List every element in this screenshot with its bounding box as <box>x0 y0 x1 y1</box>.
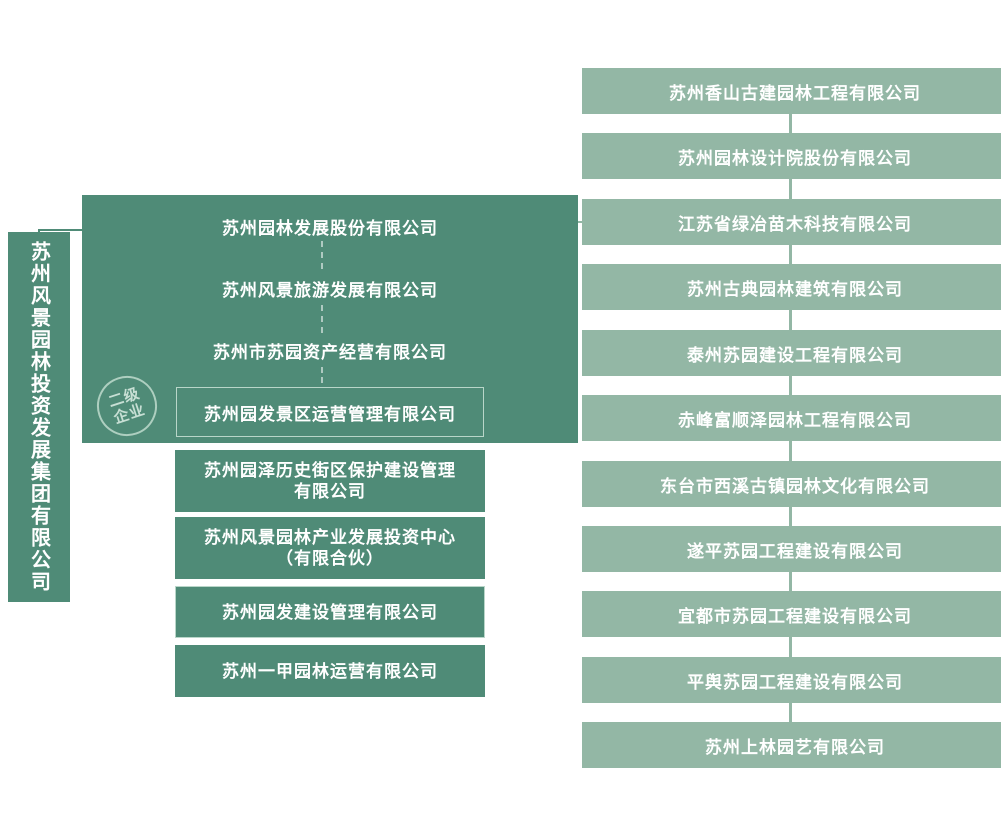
group-company-box: 苏州风景园林投资发展集团有限公司 <box>8 232 70 602</box>
connector-line <box>789 376 792 395</box>
company-box: 苏州古典园林建筑有限公司 <box>582 264 1001 310</box>
company-box: 苏州园林设计院股份有限公司 <box>582 133 1001 179</box>
company-box: 苏州香山古建园林工程有限公司 <box>582 68 1001 114</box>
company-label: 苏州一甲园林运营有限公司 <box>222 661 438 681</box>
company-box: 赤峰富顺泽园林工程有限公司 <box>582 395 1001 441</box>
company-box: 苏州一甲园林运营有限公司 <box>175 645 485 697</box>
company-label: 遂平苏园工程建设有限公司 <box>687 541 903 561</box>
company-box: 苏州园泽历史街区保护建设管理 有限公司 <box>175 450 485 512</box>
company-box: 遂平苏园工程建设有限公司 <box>582 526 1001 572</box>
connector-line <box>789 572 792 591</box>
company-label: 苏州上林园艺有限公司 <box>705 737 885 757</box>
connector-line <box>789 637 792 657</box>
company-label: 平舆苏园工程建设有限公司 <box>687 672 903 692</box>
company-row: 苏州园林发展股份有限公司 <box>82 195 578 257</box>
connector-root-elbow <box>39 229 82 231</box>
company-label: 泰州苏园建设工程有限公司 <box>687 345 903 365</box>
company-box: 苏州上林园艺有限公司 <box>582 722 1001 768</box>
connector-line <box>789 507 792 526</box>
level2-panel: 苏州园林发展股份有限公司 苏州风景旅游发展有限公司 苏州市苏园资产经营有限公司 … <box>82 195 578 443</box>
company-label: 赤峰富顺泽园林工程有限公司 <box>678 410 912 430</box>
connector-line <box>789 441 792 461</box>
company-label: 苏州园林设计院股份有限公司 <box>678 148 912 168</box>
company-label: 苏州古典园林建筑有限公司 <box>687 279 903 299</box>
connector-line <box>789 310 792 330</box>
connector-line <box>789 245 792 264</box>
company-label: 苏州市苏园资产经营有限公司 <box>213 342 447 362</box>
connector-dashed-line <box>321 241 323 269</box>
company-box: 宜都市苏园工程建设有限公司 <box>582 591 1001 637</box>
group-company-label: 苏州风景园林投资发展集团有限公司 <box>27 241 50 593</box>
company-label: 苏州香山古建园林工程有限公司 <box>669 83 921 103</box>
company-label-bordered: 苏州园发景区运营管理有限公司 <box>176 387 484 437</box>
connector-line <box>789 179 792 199</box>
connector-dashed-line <box>321 367 323 383</box>
company-box: 江苏省绿冶苗木科技有限公司 <box>582 199 1001 245</box>
company-box: 苏州园发建设管理有限公司 <box>175 586 485 638</box>
company-label: 苏州园发建设管理有限公司 <box>222 602 438 622</box>
company-box: 平舆苏园工程建设有限公司 <box>582 657 1001 703</box>
company-label-line1: 苏州风景园林产业发展投资中心 <box>204 528 456 547</box>
connector-root-stub <box>38 229 40 234</box>
company-row: 苏州园发景区运营管理有限公司 <box>82 381 578 443</box>
company-label: 江苏省绿冶苗木科技有限公司 <box>678 214 912 234</box>
company-label: 东台市西溪古镇园林文化有限公司 <box>660 476 930 496</box>
company-label-line2: （有限合伙） <box>276 549 384 568</box>
company-box: 泰州苏园建设工程有限公司 <box>582 330 1001 376</box>
company-label: 苏州风景旅游发展有限公司 <box>222 280 438 300</box>
connector-panel-right <box>578 221 582 223</box>
company-label: 宜都市苏园工程建设有限公司 <box>678 606 912 626</box>
connector-line <box>789 703 792 722</box>
company-label-line1: 苏州园泽历史街区保护建设管理 <box>204 461 456 480</box>
company-box: 苏州风景园林产业发展投资中心 （有限合伙） <box>175 517 485 579</box>
company-box: 东台市西溪古镇园林文化有限公司 <box>582 461 1001 507</box>
company-row: 苏州风景旅游发展有限公司 <box>82 257 578 319</box>
connector-line <box>789 114 792 133</box>
company-label: 苏州园林发展股份有限公司 <box>222 218 438 238</box>
company-label-line2: 有限公司 <box>294 482 366 501</box>
company-row: 苏州市苏园资产经营有限公司 <box>82 319 578 381</box>
connector-dashed-line <box>321 305 323 333</box>
